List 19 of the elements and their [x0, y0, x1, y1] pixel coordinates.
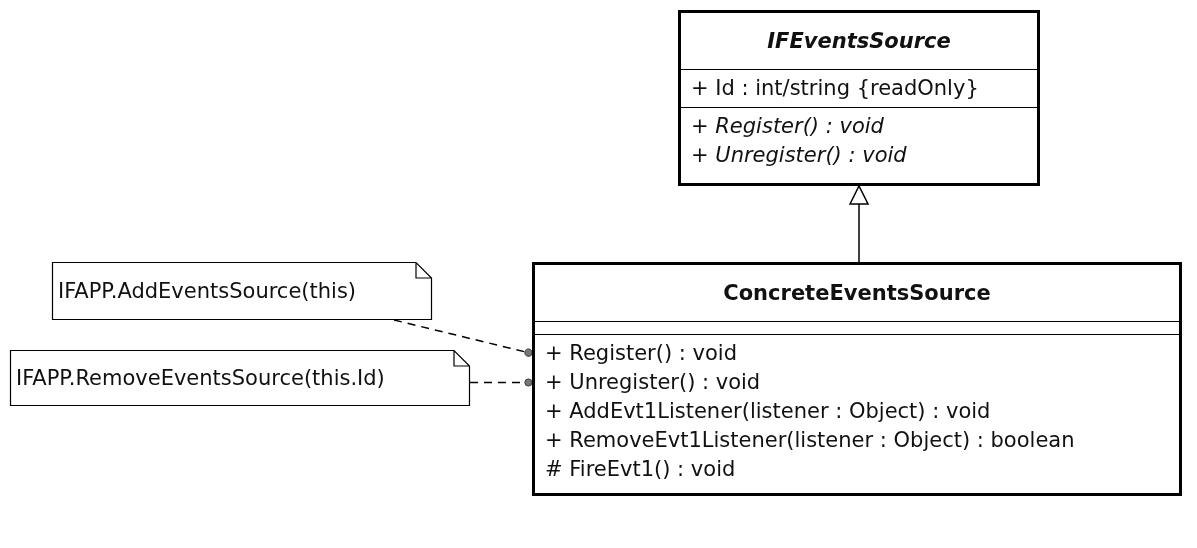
connector-line: [469, 378, 533, 387]
method-text: + Register() : void: [691, 113, 885, 140]
method-text: + Unregister() : void: [545, 369, 762, 396]
note: [10, 350, 470, 406]
class-name: ConcreteEventsSource: [723, 279, 991, 307]
method-text: + RemoveEvt1Listener(listener : Object) : boolean: [545, 427, 1076, 454]
class-box: [678, 10, 1040, 186]
method-text: + Register() : void: [545, 340, 738, 367]
method-text: # FireEvt1() : void: [545, 456, 737, 483]
method-text: + Unregister() : void: [691, 142, 908, 169]
note: [52, 262, 432, 320]
connector-line: [393, 319, 533, 357]
class-box: [532, 262, 1182, 496]
class-name: IFEventsSource: [767, 27, 951, 55]
attribute-text: + Id : int/string {readOnly}: [691, 75, 980, 102]
note-text: IFAPP.AddEventsSource(this): [58, 277, 357, 305]
note-text: IFAPP.RemoveEventsSource(this.Id): [16, 364, 385, 392]
generalization-arrow: [849, 185, 869, 263]
method-text: + AddEvt1Listener(listener : Object) : void: [545, 398, 992, 425]
